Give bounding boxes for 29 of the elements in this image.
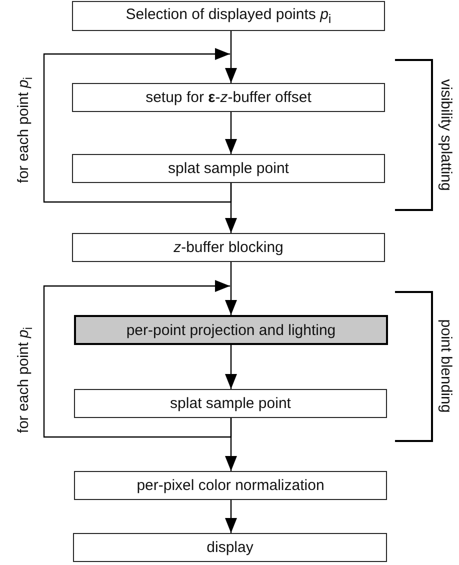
connector-line xyxy=(230,31,232,54)
loop-arrow xyxy=(43,48,232,203)
arrow xyxy=(225,345,237,389)
stage-label: point blending xyxy=(438,319,454,413)
process-box xyxy=(72,233,385,262)
connector-line xyxy=(230,262,232,286)
process-box xyxy=(72,154,385,183)
step-label: z-buffer blocking xyxy=(174,239,284,256)
step-label: splat sample point xyxy=(168,160,289,177)
process-box xyxy=(74,315,388,345)
step-label: Selection of displayed points p$_{i}$ xyxy=(126,6,332,26)
arrow xyxy=(225,54,237,83)
step-label: setup for ε-z-buffer offset xyxy=(146,89,312,106)
stage-label: visibility splatting xyxy=(438,79,454,191)
arrow xyxy=(225,418,237,471)
step-label: splat sample point xyxy=(170,395,291,412)
arrow xyxy=(225,500,237,533)
arrow xyxy=(225,286,237,315)
process-box xyxy=(74,471,387,500)
step-label: display xyxy=(206,539,254,556)
arrow xyxy=(225,112,237,154)
process-box xyxy=(72,1,385,31)
step-label: per-pixel color normalization xyxy=(136,477,324,494)
process-box xyxy=(74,389,387,418)
step-label: per-point projection and lighting xyxy=(126,322,336,338)
process-box xyxy=(73,533,387,562)
loop-arrow xyxy=(43,280,232,438)
arrow xyxy=(225,183,237,233)
process-box xyxy=(72,83,385,112)
